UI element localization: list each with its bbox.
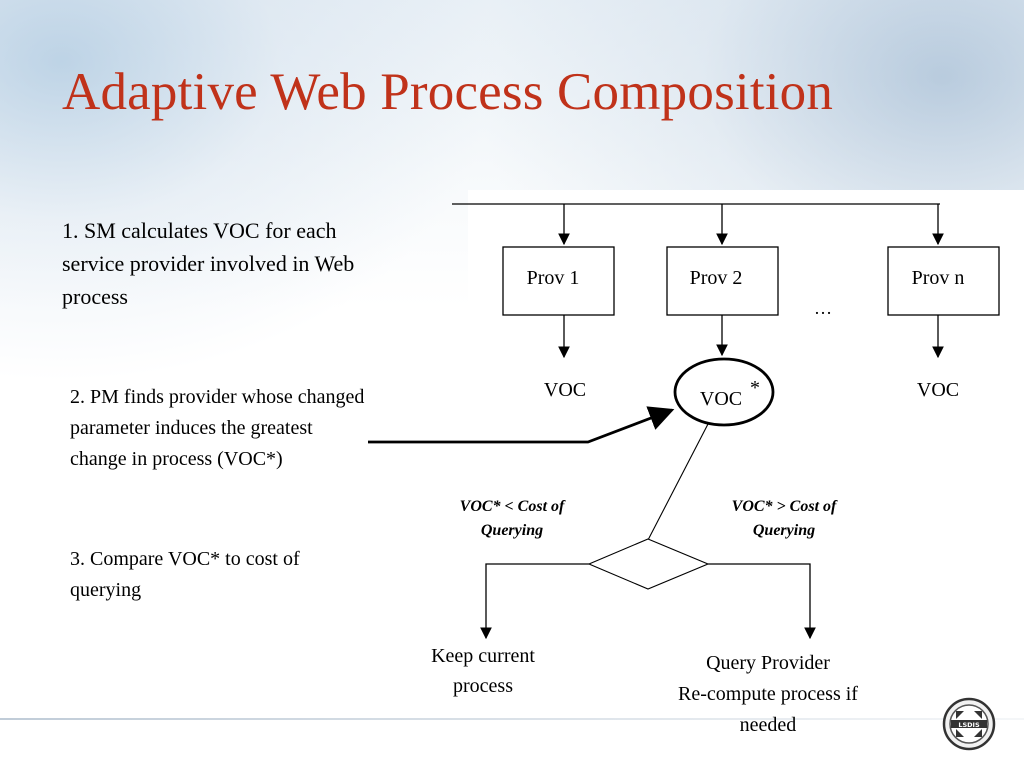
- outcome-left-line-2: process: [453, 675, 513, 697]
- outcome-right-line-3: needed: [740, 714, 797, 736]
- prov-2-label: Prov 2: [690, 267, 743, 289]
- condition-right-line-1: VOC* > Cost of: [732, 498, 838, 515]
- slide-title: Adaptive Web Process Composition: [62, 63, 834, 121]
- voc-star-label: VOC: [700, 388, 742, 410]
- footer-divider: [0, 718, 1024, 720]
- prov-n-box: [887, 246, 1000, 316]
- prov-1-box: [502, 246, 615, 316]
- prov-n-label: Prov n: [912, 267, 965, 289]
- voc-star-ellipse: [673, 357, 775, 427]
- left-branch-arrow: [480, 563, 589, 640]
- step-2-pointer-arrow: [368, 406, 675, 444]
- step-2-text: 2. PM finds provider whose changed param…: [70, 386, 365, 470]
- lsdis-logo-icon: LSDIS: [942, 697, 996, 751]
- logo-text: LSDIS: [958, 721, 980, 729]
- outcome-left-line-1: Keep current: [431, 645, 535, 667]
- outcome-right-line-1: Query Provider: [706, 652, 830, 674]
- step-1-text: 1. SM calculates VOC for each service pr…: [62, 218, 355, 309]
- condition-right-line-2: Querying: [753, 522, 815, 539]
- voc-1-label: VOC: [544, 379, 586, 401]
- decision-diamond: [587, 538, 710, 590]
- condition-left-line-1: VOC* < Cost of: [460, 498, 566, 515]
- prov-2-box: [666, 246, 779, 316]
- voc-star-superscript: *: [750, 377, 760, 399]
- ellipsis-label: …: [814, 298, 832, 318]
- right-branch-arrow: [708, 563, 816, 640]
- outcome-right-line-2: Re-compute process if: [678, 683, 858, 705]
- condition-left-line-2: Querying: [481, 522, 543, 539]
- voc-n-label: VOC: [917, 379, 959, 401]
- voc-star-to-decision-line: [647, 423, 709, 541]
- step-3-text: 3. Compare VOC* to cost of querying: [70, 548, 300, 601]
- prov-1-label: Prov 1: [527, 267, 580, 289]
